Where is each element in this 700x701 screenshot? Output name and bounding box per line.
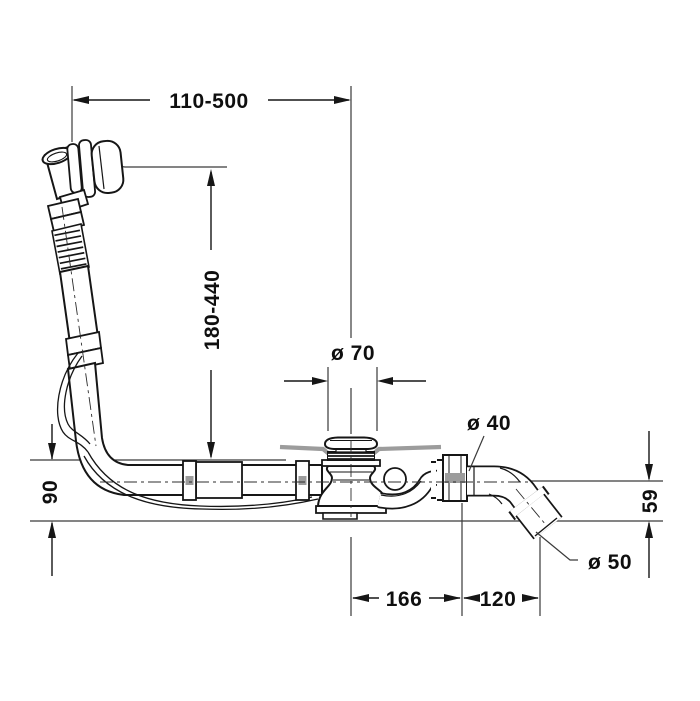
ext-lines bbox=[327, 367, 378, 431]
nut-seal-band bbox=[445, 473, 465, 483]
spigot-centerline bbox=[515, 488, 547, 526]
arrow-up bbox=[48, 521, 56, 538]
dim-90: 90 bbox=[39, 424, 62, 576]
dim-180-440: 180-440 bbox=[201, 169, 224, 459]
cable-loop-outer bbox=[56, 352, 89, 453]
dim-59: 59 bbox=[639, 431, 662, 578]
riser-pipe-upper bbox=[58, 264, 100, 345]
waste-body-group bbox=[315, 436, 407, 520]
arrow-right bbox=[334, 96, 351, 104]
overflow-collar-2 bbox=[49, 210, 86, 234]
s-pipe-inner-line bbox=[380, 480, 422, 497]
reference-lines bbox=[30, 162, 663, 522]
arrow-right-tip bbox=[312, 377, 328, 385]
arrow-120-left bbox=[463, 594, 480, 602]
outlet-group bbox=[377, 454, 563, 540]
horizontal-pipe-fittings bbox=[182, 460, 310, 501]
arrow-left-tip bbox=[377, 377, 393, 385]
pipe-sleeve bbox=[195, 461, 243, 499]
cable-under-pipe-1 bbox=[87, 451, 313, 508]
flexible-hose bbox=[51, 223, 90, 275]
arrow-166-left bbox=[352, 594, 369, 602]
overflow-cap-edge-line bbox=[98, 145, 105, 190]
dim-166-120: 166 120 bbox=[350, 503, 541, 616]
arrow-down bbox=[645, 464, 653, 481]
waste-side-boss bbox=[383, 467, 407, 491]
arrow-up bbox=[207, 169, 215, 186]
dim-label-166: 166 bbox=[386, 588, 423, 611]
pipe-flange-right-seal bbox=[298, 476, 307, 485]
elbow-bore bbox=[467, 467, 538, 509]
leader-line bbox=[468, 435, 485, 472]
plug-seal-stack bbox=[327, 451, 375, 461]
arrow-120-right bbox=[522, 594, 539, 602]
dim-label-110-500: 110-500 bbox=[169, 90, 248, 113]
ext-lines bbox=[350, 503, 541, 616]
arrow-166-right bbox=[444, 594, 461, 602]
dim-diameter-40: ø 40 bbox=[467, 412, 511, 472]
dim-label-180-440: 180-440 bbox=[201, 270, 224, 351]
leader-line bbox=[535, 531, 578, 561]
dim-label-d50: ø 50 bbox=[588, 551, 632, 574]
arrow-down bbox=[207, 442, 215, 459]
cable-under-pipe-2 bbox=[83, 455, 319, 511]
overflow-housing-bore bbox=[46, 151, 68, 163]
dim-label-59: 59 bbox=[639, 489, 662, 513]
centerlines bbox=[61, 206, 547, 526]
arrow-down bbox=[48, 443, 56, 460]
cable-loop-inner bbox=[63, 355, 91, 445]
waste-foot-step bbox=[322, 512, 358, 520]
elbow-bend-line-1 bbox=[499, 467, 521, 483]
arrow-up bbox=[645, 521, 653, 538]
control-cable bbox=[56, 352, 319, 511]
riser-centerline bbox=[61, 206, 97, 447]
dim-diameter-50: ø 50 bbox=[535, 531, 632, 574]
spigot-end-face-line bbox=[534, 517, 558, 537]
dim-label-120: 120 bbox=[480, 588, 517, 611]
pipe-flange-left-seal bbox=[185, 476, 194, 485]
arrow-left bbox=[72, 96, 89, 104]
overflow-cap bbox=[90, 139, 125, 195]
dim-label-90: 90 bbox=[39, 480, 62, 504]
dim-label-d40: ø 40 bbox=[467, 412, 511, 435]
dim-110-500: 110-500 bbox=[71, 86, 352, 434]
elbow-bend-line-2 bbox=[488, 493, 503, 505]
dim-diameter-70: ø 70 bbox=[284, 342, 426, 431]
dim-label-d70: ø 70 bbox=[331, 342, 375, 365]
hose-ribs bbox=[54, 229, 87, 271]
overflow-head bbox=[41, 139, 125, 234]
